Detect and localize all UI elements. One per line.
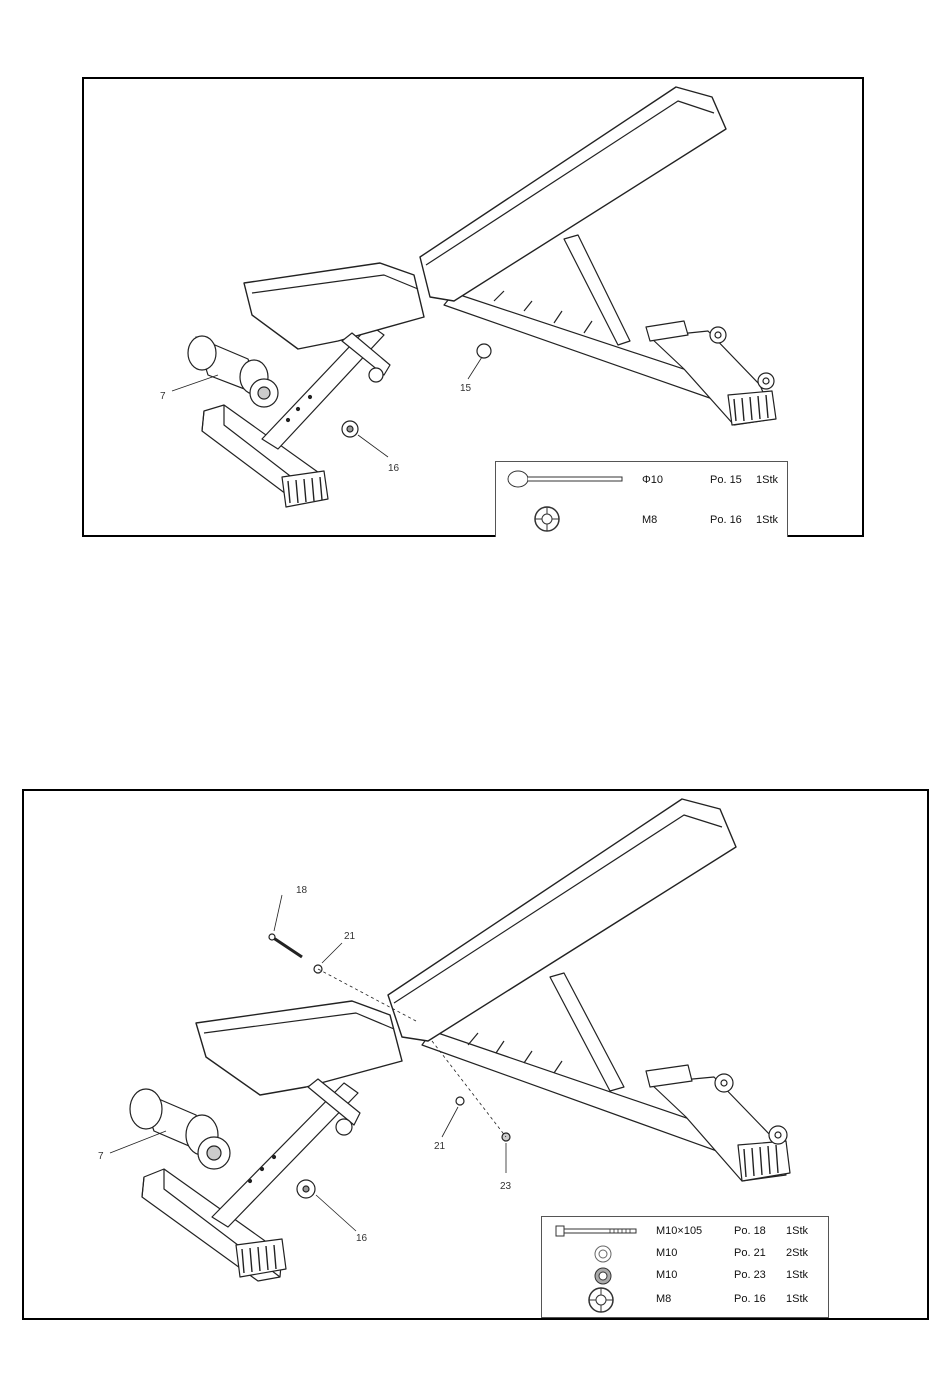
pin-icon [504,468,624,490]
callout-7: 7 [160,391,166,402]
leader-15 [468,357,482,379]
part-quantity: 1Stk [786,1269,808,1281]
front-foot [202,405,328,507]
support-strut [564,235,630,345]
part-quantity: 1Stk [786,1225,808,1237]
leader-7 [110,1131,166,1153]
support-strut [550,973,624,1091]
part-quantity: 1Stk [786,1293,808,1305]
nut-icon [594,1267,612,1285]
parts-legend-1: Φ10 Po. 15 1Stk M8 Po. 16 1Stk [495,461,788,537]
cap-part [477,344,491,358]
parts-row: M10 Po. 23 1Stk [542,1265,828,1287]
seat-pad [244,263,424,349]
back-pad [420,87,726,301]
parts-row: M8 Po. 16 1Stk [496,510,787,532]
washer-part [456,1097,464,1105]
callout-7: 7 [98,1151,104,1162]
assembly-step-panel-2: 18 21 21 7 23 16 M10×105 Po. 18 1Stk M10… [22,789,929,1320]
part-position: Po. 15 [710,474,742,486]
part-quantity: 2Stk [786,1247,808,1259]
leader-21 [442,1107,458,1137]
part-position: Po. 18 [734,1225,766,1237]
parts-row: M8 Po. 16 1Stk [542,1289,828,1311]
part-size: M10 [656,1247,677,1259]
knob-icon [586,1285,616,1315]
callout-16: 16 [356,1233,368,1244]
part-quantity: 1Stk [756,474,778,486]
callout-23: 23 [500,1181,512,1192]
parts-row: Φ10 Po. 15 1Stk [496,470,787,492]
assembly-step-panel-1: 7 15 16 Φ10 Po. 15 1Stk M8 Po. 16 1Stk [82,77,864,537]
part-position: Po. 21 [734,1247,766,1259]
bolt-part [269,934,302,957]
leader-21 [322,943,342,963]
parts-legend-2: M10×105 Po. 18 1Stk M10 Po. 21 2Stk M10 … [541,1216,829,1318]
part-size: M10 [656,1269,677,1281]
part-size: Φ10 [642,474,663,486]
washer-icon [594,1245,612,1263]
bolt-icon [554,1223,638,1239]
part-size: M8 [656,1293,671,1305]
leader-16 [358,435,388,457]
seat-pad [196,1001,402,1095]
part-quantity: 1Stk [756,514,778,526]
spring-pin [369,368,383,382]
part-size: M8 [642,514,657,526]
callout-15: 15 [460,383,472,394]
callout-16: 16 [388,463,400,474]
callout-21: 21 [344,931,356,942]
part-size: M10×105 [656,1225,702,1237]
callout-21: 21 [434,1141,446,1152]
parts-row: M10×105 Po. 18 1Stk [542,1221,828,1243]
part-position: Po. 23 [734,1269,766,1281]
parts-row: M10 Po. 21 2Stk [542,1243,828,1265]
leader-16 [316,1195,356,1231]
knob-icon [532,504,562,534]
callout-18: 18 [296,885,308,896]
leg-roller [130,1089,230,1169]
back-pad [388,799,736,1041]
spring-pin [336,1119,352,1135]
leader-7 [172,375,218,391]
leg-roller [188,336,278,407]
part-position: Po. 16 [710,514,742,526]
leader-18 [274,895,282,931]
part-position: Po. 16 [734,1293,766,1305]
